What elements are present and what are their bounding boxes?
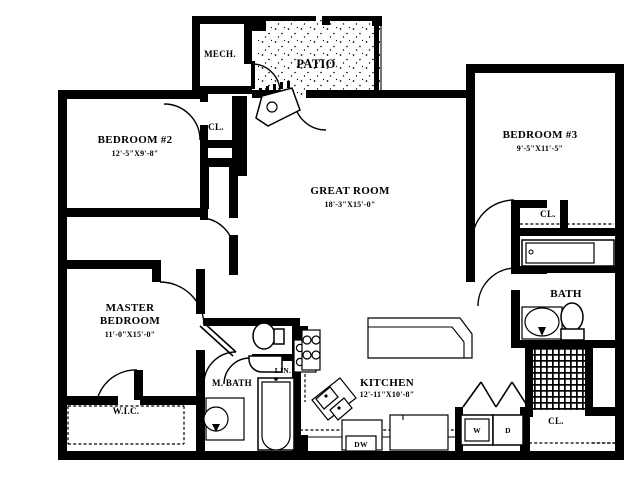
dim-great-room: 18'-3"X15'-0" xyxy=(324,200,375,209)
island-counter xyxy=(367,317,473,359)
mbath-vanity xyxy=(301,329,321,371)
bathtub xyxy=(521,239,615,267)
dim-bedroom3: 9'-5"X11'-5" xyxy=(517,144,563,153)
label-bath: BATH xyxy=(550,288,582,300)
label-master-bath: M. BATH xyxy=(212,378,252,388)
label-closet-laundry: CL. xyxy=(548,416,564,426)
mbath-sink xyxy=(248,355,283,373)
label-bedroom3: BEDROOM #3 xyxy=(503,129,578,141)
label-wic: W.I.C. xyxy=(113,406,140,416)
appliance-labels: W D DW xyxy=(354,426,511,449)
room-labels: BEDROOM #2 12'-5"X9'-8" GREAT ROOM 18'-3… xyxy=(98,49,582,426)
doors xyxy=(96,61,529,408)
label-master-line2: BEDROOM xyxy=(100,315,160,327)
wic-shelving xyxy=(67,405,185,445)
kitchen-counters xyxy=(300,414,455,451)
bath-sink xyxy=(521,306,563,340)
label-bedroom2: BEDROOM #2 xyxy=(98,134,173,146)
label-great-room: GREAT ROOM xyxy=(310,185,390,197)
mbath-tub xyxy=(257,377,295,451)
double-sink xyxy=(311,377,357,421)
washer[interactable] xyxy=(460,414,494,446)
bath-toilet xyxy=(560,302,585,341)
hall-tile-floor xyxy=(531,347,587,410)
wall-structure xyxy=(58,16,624,460)
label-kitchen: KITCHEN xyxy=(360,377,414,389)
label-washer: W xyxy=(473,426,481,435)
dim-master-bedroom: 11'-0"X15'-0" xyxy=(105,330,156,339)
label-patio: PATIO xyxy=(296,57,335,71)
windows xyxy=(377,26,382,90)
label-closet-bed3: CL. xyxy=(540,209,556,219)
label-dishwasher: DW xyxy=(354,440,368,449)
dishwasher xyxy=(345,435,377,452)
label-linen: LIN. xyxy=(275,366,291,375)
label-mech: MECH. xyxy=(204,49,236,59)
label-master-line1: MASTER xyxy=(106,302,156,314)
mbath-lav xyxy=(203,397,245,441)
mbath-toilet xyxy=(252,322,285,350)
fireplace xyxy=(255,81,301,127)
closet-shelving xyxy=(67,96,616,445)
dryer[interactable] xyxy=(492,414,524,446)
dim-kitchen: 12'-11"X10'-8" xyxy=(360,390,415,399)
dim-bedroom2: 12'-5"X9'-8" xyxy=(112,149,159,158)
label-closet-foyer: CL. xyxy=(208,122,224,132)
label-dryer: D xyxy=(505,426,511,435)
